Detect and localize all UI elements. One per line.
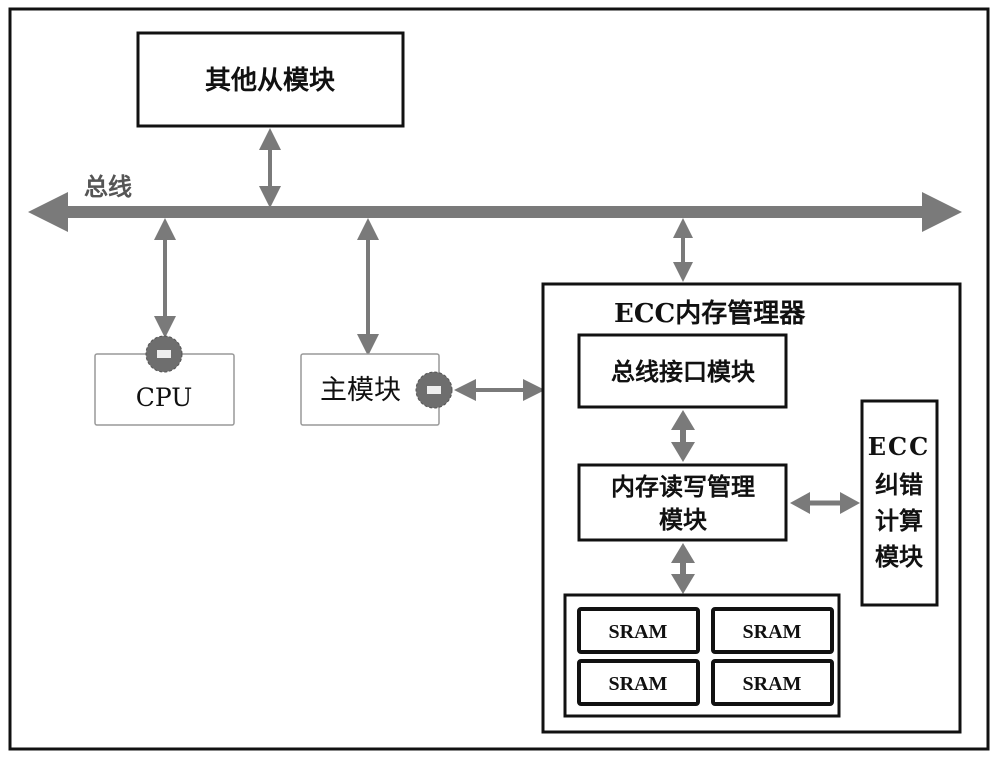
bus-interface-module: 总线接口模块 (577, 333, 788, 409)
arrow-interface-rw (671, 410, 695, 462)
sram-array: SRAM SRAM SRAM SRAM (563, 593, 841, 718)
arrow-rw-sram (671, 543, 695, 594)
ecc-calc-line2: 纠错 (875, 470, 923, 499)
arrow-bus-cpu (154, 218, 176, 338)
sram-block: SRAM (577, 607, 700, 654)
sram-block: SRAM (711, 659, 834, 706)
other-slave-module: 其他从模块 (136, 31, 405, 128)
cpu-label: CPU (136, 383, 193, 412)
arrow-bus-master (357, 218, 379, 356)
master-module: 主模块 (300, 353, 453, 426)
sram-label: SRAM (609, 621, 668, 643)
cpu-connector-icon (145, 335, 183, 373)
bus-right-arrowhead (922, 192, 962, 232)
arrow-other-slave-bus (259, 128, 281, 208)
arrow-bus-ecc-manager (673, 218, 693, 282)
sram-label: SRAM (743, 673, 802, 695)
cpu-module: CPU (94, 335, 235, 426)
ecc-calc-module: ECC 纠错 计算 模块 (860, 399, 939, 607)
sram-block: SRAM (577, 659, 700, 706)
ecc-calc-line1: ECC (868, 432, 931, 461)
arrow-master-ecc-manager (454, 379, 545, 401)
ecc-manager-title: ECC内存管理器 (614, 299, 806, 329)
arrow-rw-ecc-calc (790, 492, 860, 514)
sram-label: SRAM (743, 621, 802, 643)
bus-left-arrowhead (28, 192, 68, 232)
bus-interface-label: 总线接口模块 (611, 357, 755, 386)
master-label: 主模块 (320, 375, 401, 406)
outer-frame (8, 7, 990, 751)
sram-label: SRAM (609, 673, 668, 695)
system-bus: 总线 (28, 172, 962, 232)
bus-label: 总线 (84, 172, 132, 201)
ecc-calc-line4: 模块 (875, 542, 923, 571)
rw-manager-label-line1: 内存读写管理 (611, 472, 755, 501)
ecc-calc-line3: 计算 (875, 506, 923, 535)
rw-manager-label-line2: 模块 (659, 505, 707, 534)
ecc-memory-manager: ECC内存管理器 总线接口模块 内存读写管理 模块 ECC 纠错 计算 模块 (541, 282, 962, 734)
master-connector-icon (415, 371, 453, 409)
other-slave-label: 其他从模块 (205, 66, 335, 96)
sram-block: SRAM (711, 607, 834, 654)
rw-manager-module: 内存读写管理 模块 (577, 463, 788, 542)
